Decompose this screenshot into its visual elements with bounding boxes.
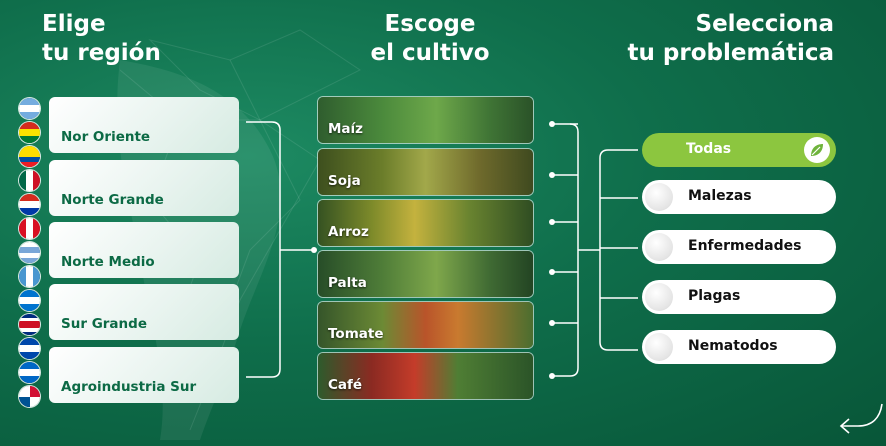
flag-ecuador [19, 146, 40, 167]
radio-knob [645, 283, 673, 311]
flag-nicaragua [19, 362, 40, 383]
crop-tomate[interactable]: Tomate [318, 302, 533, 348]
crop-maiz[interactable]: Maíz [318, 97, 533, 143]
crop-palta[interactable]: Palta [318, 251, 533, 297]
flag-costa-rica [19, 314, 40, 335]
region-label: Sur Grande [61, 316, 147, 332]
region-agroindustria-sur[interactable]: Agroindustria Sur [49, 347, 239, 403]
region-norte-grande[interactable]: Norte Grande [49, 160, 239, 216]
crop-label: Palta [328, 275, 367, 291]
title-region: Elige tu región [42, 10, 202, 68]
flag-mexico [19, 170, 40, 191]
leaf-icon [804, 137, 830, 163]
crop-cafe[interactable]: Café [318, 353, 533, 399]
problem-todas-selected[interactable]: Todas [642, 133, 836, 167]
flag-argentina [19, 98, 40, 119]
problem-label: Nematodos [688, 338, 778, 354]
flag-guatemala [19, 266, 40, 287]
radio-knob [645, 233, 673, 261]
flag-el-salvador [19, 338, 40, 359]
title-problem-line1: Selecciona [695, 11, 835, 37]
region-norte-medio[interactable]: Norte Medio [49, 222, 239, 278]
title-crop-line1: Escoge [384, 11, 476, 37]
title-region-line2: tu región [42, 40, 161, 66]
region-label: Nor Oriente [61, 129, 151, 145]
title-crop-line2: el cultivo [370, 40, 490, 66]
radio-knob [645, 333, 673, 361]
crop-label: Arroz [328, 224, 369, 240]
crop-soja[interactable]: Soja [318, 149, 533, 195]
flag-uruguay [19, 242, 40, 263]
flag-bolivia [19, 122, 40, 143]
crop-label: Café [328, 377, 363, 393]
region-nor-oriente[interactable]: Nor Oriente [49, 97, 239, 153]
region-label: Norte Grande [61, 192, 164, 208]
flag-peru [19, 218, 40, 239]
flag-paraguay [19, 194, 40, 215]
problem-nematodos[interactable]: Nematodos [642, 330, 836, 364]
crop-label: Tomate [328, 326, 384, 342]
flag-honduras [19, 290, 40, 311]
crop-label: Maíz [328, 121, 364, 137]
crop-arroz[interactable]: Arroz [318, 200, 533, 246]
region-label: Norte Medio [61, 254, 155, 270]
radio-knob [645, 183, 673, 211]
back-arrow-icon[interactable] [836, 400, 884, 444]
title-problem: Selecciona tu problemática [600, 10, 834, 68]
problem-label: Enfermedades [688, 238, 802, 254]
problem-label: Todas [686, 141, 732, 157]
region-label: Agroindustria Sur [61, 379, 197, 395]
problem-enfermedades[interactable]: Enfermedades [642, 230, 836, 264]
problem-malezas[interactable]: Malezas [642, 180, 836, 214]
problem-label: Plagas [688, 288, 741, 304]
problem-label: Malezas [688, 188, 752, 204]
region-sur-grande[interactable]: Sur Grande [49, 284, 239, 340]
title-crop: Escoge el cultivo [340, 10, 520, 68]
problem-plagas[interactable]: Plagas [642, 280, 836, 314]
flag-panama [19, 386, 40, 407]
title-problem-line2: tu problemática [627, 40, 834, 66]
title-region-line1: Elige [42, 11, 106, 37]
crop-label: Soja [328, 173, 361, 189]
